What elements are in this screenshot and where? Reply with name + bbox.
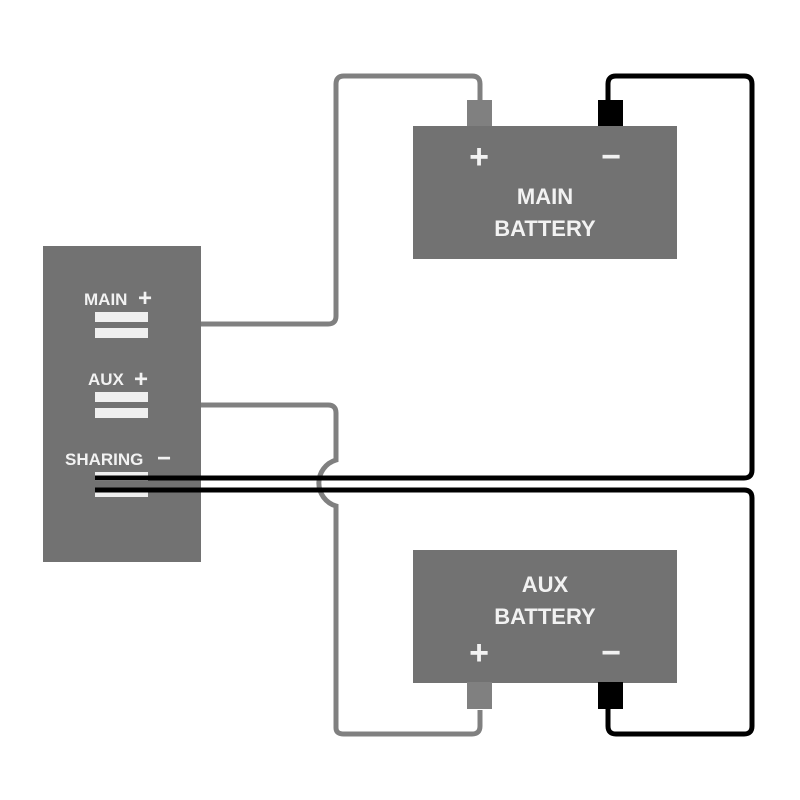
terminal-aux-plus-bottom[interactable]: [95, 408, 148, 418]
main-battery-label-line2: BATTERY: [494, 216, 596, 241]
panel-polarity-aux: +: [134, 366, 148, 393]
aux-battery: [413, 550, 677, 683]
aux-battery-negative-post[interactable]: [598, 682, 623, 709]
terminal-aux-plus-top[interactable]: [95, 392, 148, 402]
main-battery-label-line1: MAIN: [517, 184, 573, 209]
wire-sharing-to-aux-negative: [95, 487, 755, 737]
terminal-main-plus-bottom[interactable]: [95, 328, 148, 338]
aux-battery-plus-sign: +: [469, 634, 489, 672]
wire-main-positive: [148, 73, 483, 327]
main-battery: [413, 126, 677, 259]
aux-battery-positive-post[interactable]: [467, 682, 492, 709]
main-battery-positive-post[interactable]: [467, 100, 492, 127]
aux-battery-label-line1: AUX: [522, 572, 569, 597]
panel-label-sharing: SHARING: [65, 450, 143, 469]
main-battery-negative-post[interactable]: [598, 100, 623, 127]
main-battery-plus-sign: +: [469, 138, 489, 176]
aux-battery-minus-sign: −: [601, 634, 621, 672]
panel-label-aux: AUX: [88, 370, 125, 389]
panel-polarity-main: +: [138, 285, 152, 312]
panel-polarity-sharing: −: [157, 445, 171, 472]
main-battery-minus-sign: −: [601, 138, 621, 176]
panel-label-main: MAIN: [84, 290, 127, 309]
sharing-panel: [43, 246, 201, 562]
terminal-main-plus-top[interactable]: [95, 312, 148, 322]
wire-aux-positive: [148, 402, 483, 737]
aux-battery-label-line2: BATTERY: [494, 604, 596, 629]
wire-sharing-to-main-negative: [95, 73, 755, 481]
